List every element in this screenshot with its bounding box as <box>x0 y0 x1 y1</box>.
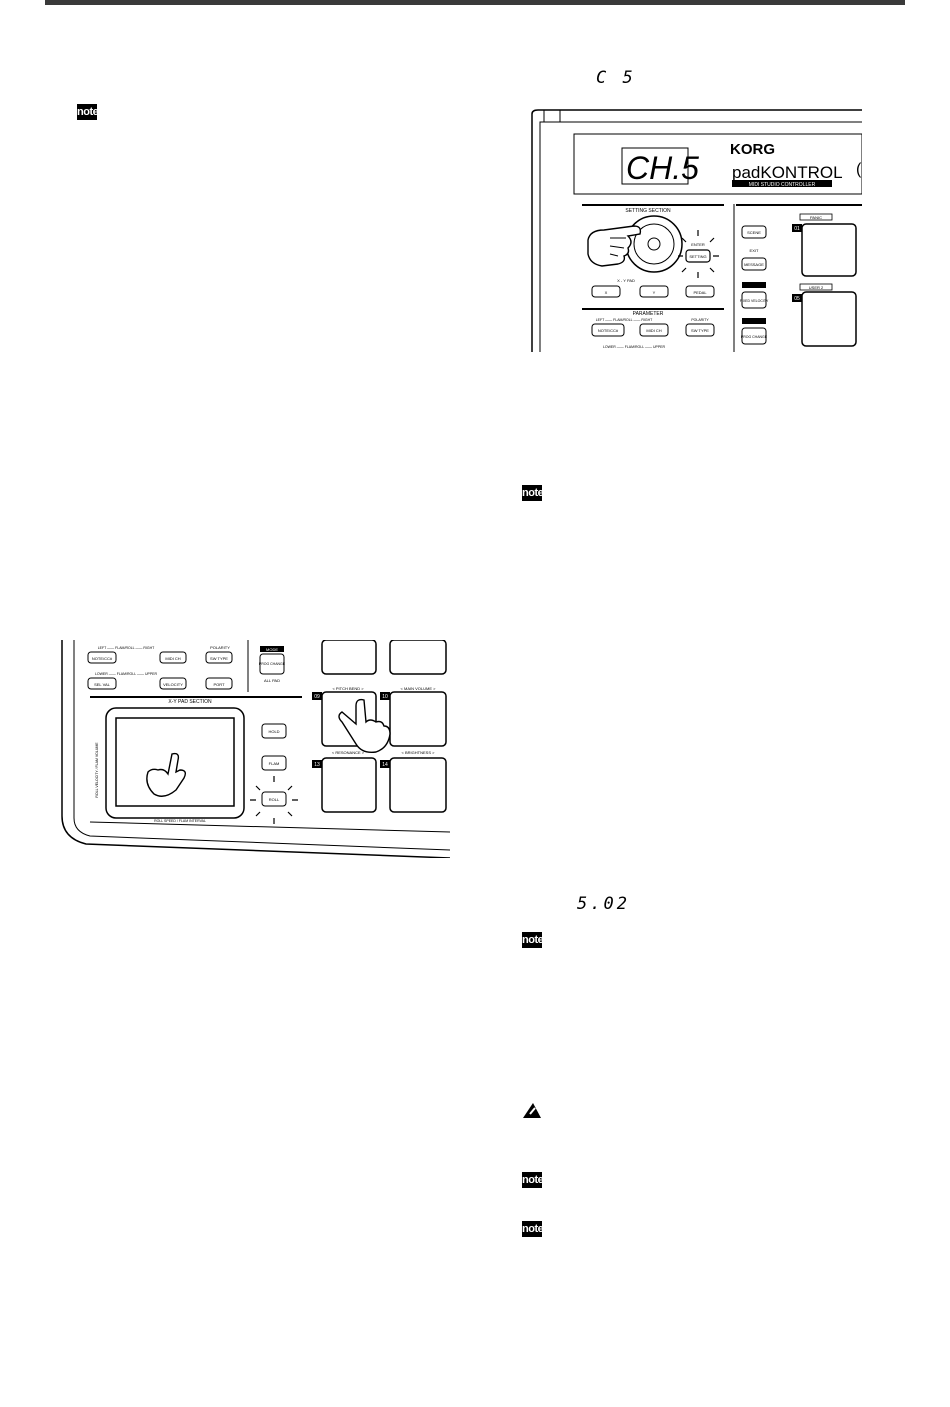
fixed-velocity-button: FIXED VELOCITY <box>740 299 769 303</box>
lower-upper-label: LOWER —— FLAM/ROLL —— UPPER <box>95 672 158 676</box>
hold-button: HOLD <box>268 729 279 734</box>
resonance-label: < RESONANCE > <box>332 750 365 755</box>
pad-05-number: 05 <box>794 296 800 302</box>
flam-roll-label: LEFT —— FLAM/ROLL —— RIGHT <box>98 646 155 650</box>
brightness-label: < BRIGHTNESS > <box>402 750 436 755</box>
svg-text:(: ( <box>856 161 862 178</box>
vertical-axis-label: ROLL VELOCITY / FLAM VOLUME <box>95 742 99 798</box>
pad-10-number: 10 <box>382 694 388 700</box>
note-icon: note <box>77 104 99 120</box>
polarity-label: POLARITY <box>210 645 230 650</box>
sw-type-button: SW TYPE <box>210 656 228 661</box>
product-name: padKONTROL <box>732 163 843 182</box>
message-button: MESSAGE <box>744 262 764 267</box>
roll-button: ROLL <box>269 797 280 802</box>
port-button: PORT <box>213 682 225 687</box>
setting-section-label: SETTING SECTION <box>625 208 671 214</box>
note-icon: note <box>522 485 544 501</box>
padkontrol-setting-figure: CH.5 KORG padKONTROL MIDI STUDIO CONTROL… <box>531 109 862 352</box>
pad-09-number: 09 <box>314 694 320 700</box>
pad-01-number: 01 <box>794 226 800 232</box>
enter-label: ENTER <box>691 242 705 247</box>
horizontal-axis-label: ROLL SPEED / FLAM INTERVAL <box>154 819 206 823</box>
setting-button: SETTING <box>689 254 706 259</box>
pedal-button: PEDAL <box>693 290 707 295</box>
main-volume-label: < MAIN VOLUME > <box>401 686 437 691</box>
xy-pad-section-label: X-Y PAD SECTION <box>168 699 212 705</box>
panic-label: PANIC <box>810 215 822 220</box>
header-rule <box>45 0 905 5</box>
lower-upper-label: LOWER —— FLAM/ROLL —— UPPER <box>603 345 666 349</box>
product-subtitle: MIDI STUDIO CONTROLLER <box>749 182 816 188</box>
flam-roll-label: LEFT —— FLAM/ROLL —— RIGHT <box>596 318 653 322</box>
exit-label: EXIT <box>750 248 759 253</box>
note-icon: note <box>522 1221 544 1237</box>
note-icon: note <box>522 1172 544 1188</box>
midi-ch-button: MIDI CH <box>165 656 180 661</box>
note-cc-button: NOTE/CC# <box>598 328 619 333</box>
y-button: Y <box>653 290 656 295</box>
prog-change-button: PROG CHANGE <box>259 662 286 666</box>
pad-14-number: 14 <box>382 762 388 768</box>
brand-logo: KORG <box>730 141 775 158</box>
segment-display-s02: 5.02 <box>577 894 630 914</box>
parameter-label: PARAMETER <box>633 311 664 317</box>
warning-icon <box>523 1103 541 1118</box>
display-readout: CH.5 <box>626 150 699 186</box>
note-cc-button: NOTE/CC# <box>92 656 113 661</box>
user2-label: USER 2 <box>809 285 824 290</box>
velocity-button: VELOCITY <box>163 682 183 687</box>
all-pad-label: ALL PAD <box>264 678 280 683</box>
flam-button: FLAM <box>269 761 280 766</box>
scene-button: SCENE <box>747 230 761 235</box>
xy-pad-label: X - Y PAD <box>617 278 635 283</box>
padkontrol-xy-pad-figure: LEFT —— FLAM/ROLL —— RIGHT POLARITY NOTE… <box>61 640 450 858</box>
polarity-label: POLARITY <box>691 318 709 322</box>
mode-label: MODE <box>266 647 278 652</box>
pad-13-number: 13 <box>314 762 320 768</box>
note-icon: note <box>522 932 544 948</box>
pitch-bend-label: < PITCH BEND > <box>332 686 364 691</box>
midi-ch-button: MIDI CH <box>646 328 661 333</box>
sw-type-button: SW TYPE <box>691 328 709 333</box>
prog-change-button: PROG CHANGE <box>741 335 768 339</box>
sel-val-button: SEL VAL <box>94 682 111 687</box>
x-button: X <box>605 290 608 295</box>
segment-display-c5: C 5 <box>596 68 636 88</box>
